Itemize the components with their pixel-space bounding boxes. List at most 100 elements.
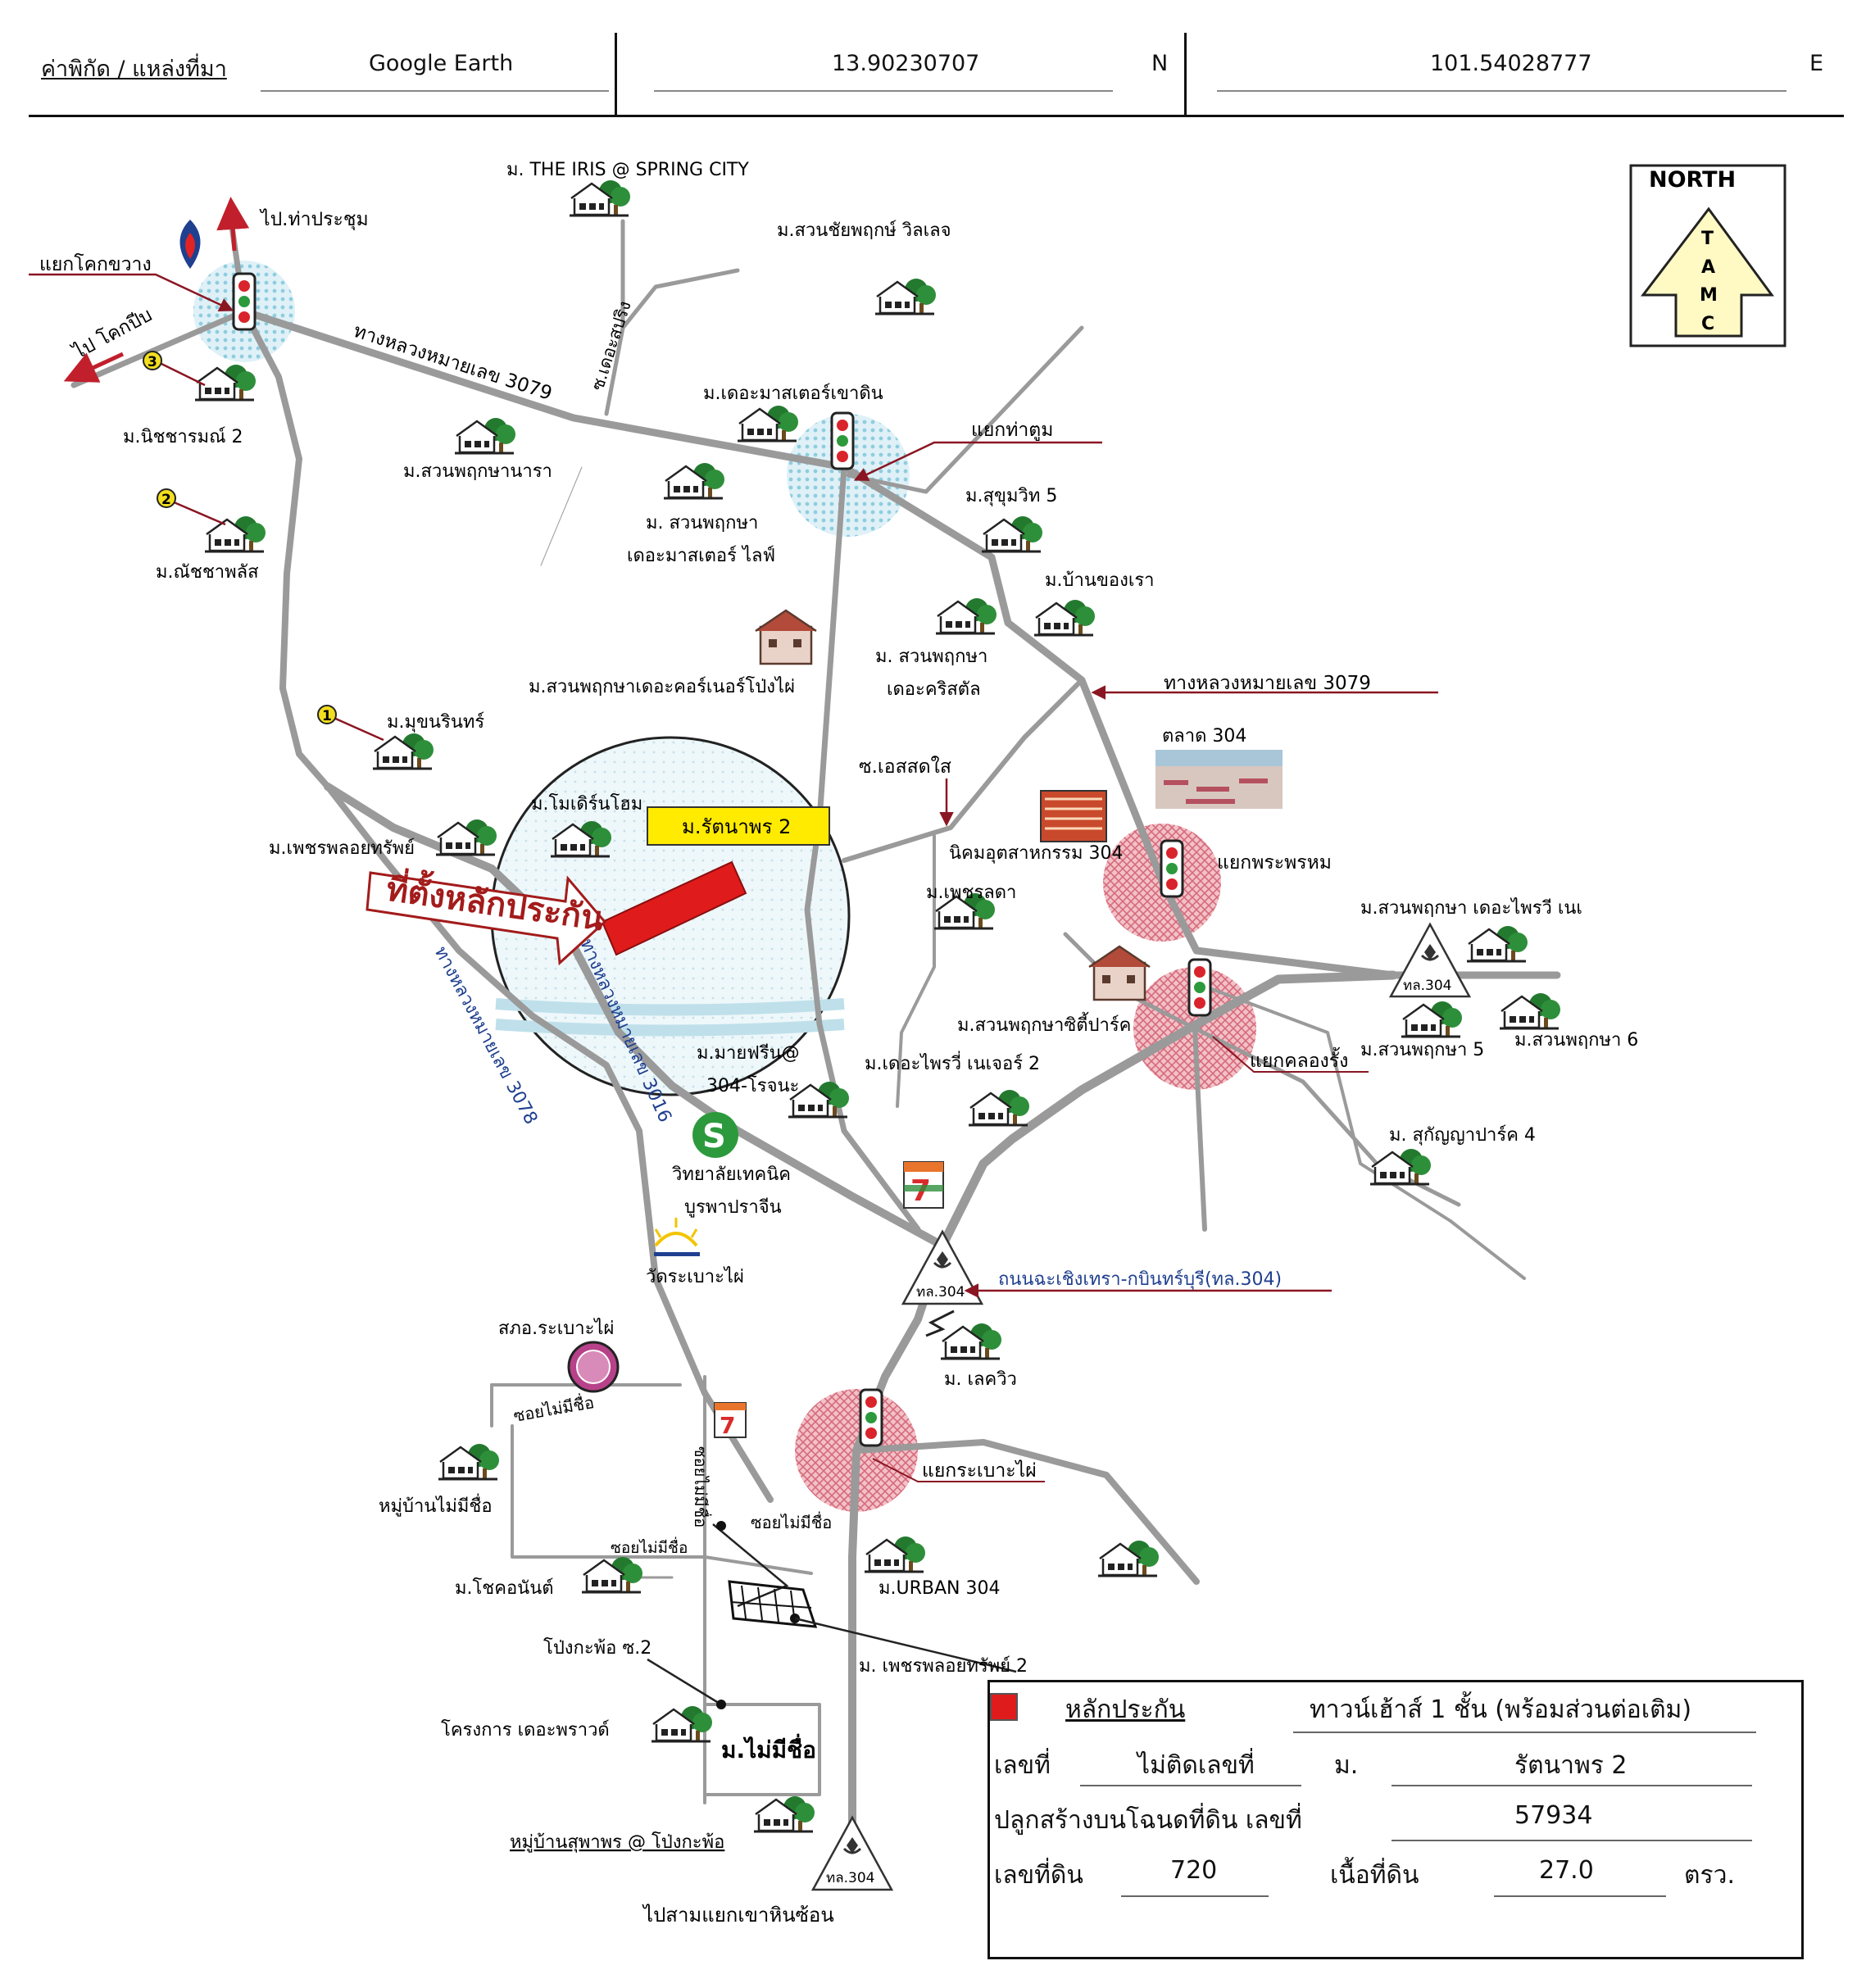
header-divider-2: [1184, 33, 1187, 116]
road-network: [70, 218, 1561, 1889]
label-place: บูรพาปราจีน: [684, 1197, 782, 1218]
gas-station-logo-icon: [179, 220, 201, 269]
village-label: ม.: [1334, 1751, 1359, 1780]
label-place: ม.สวนพฤกษา 5: [1360, 1040, 1484, 1060]
label-place: สภอ.ระเบาะไผ่: [498, 1318, 614, 1339]
number-label: เลขที่: [994, 1751, 1051, 1780]
broken-road-symbol: [925, 1309, 955, 1337]
land-no-value: 720: [1170, 1856, 1218, 1885]
label-place: 304-โรจนะ: [706, 1075, 799, 1096]
college-s-icon: S: [692, 1112, 738, 1158]
house-icon: [934, 597, 998, 635]
house-icon: [1498, 992, 1562, 1030]
area-label: เนื้อที่ดิน: [1330, 1861, 1419, 1890]
label-place: ม. สุกัญญาปาร์ค 4: [1389, 1125, 1536, 1146]
label-place: ม. THE IRIS @ SPRING CITY: [506, 160, 749, 180]
factory-icon: [1040, 790, 1107, 842]
house-icon: [203, 515, 267, 553]
house-icon: [863, 1535, 927, 1573]
label-place: ม.URBAN 304: [879, 1578, 1000, 1599]
temple-icon: [654, 1218, 700, 1256]
label-junction-khokkwang: แยกโคกขวาง: [39, 253, 152, 275]
house-icon: [980, 515, 1044, 553]
label-soi-nameless: ซอยไม่มีชื่อ: [511, 1391, 595, 1426]
svg-text:S: S: [702, 1118, 726, 1155]
house-icon: [752, 1795, 816, 1833]
marker-number: 2: [161, 492, 171, 508]
collateral-pointer-arrow: [365, 871, 607, 966]
label-place: ตลาด 304: [1162, 726, 1246, 747]
house-icon: [1369, 1147, 1432, 1186]
area-value: 27.0: [1539, 1856, 1594, 1885]
label-place: หมู่บ้านไม่มีชื่อ: [379, 1493, 493, 1517]
shield-label: ทล.304: [916, 1284, 965, 1300]
hdr-underline-lon: [1217, 90, 1787, 92]
label-place: เดอะมาสเตอร์ ไลฟ์: [627, 545, 775, 566]
shield-label: ทล.304: [1403, 978, 1451, 994]
label-place: ม.โชคอนันต์: [455, 1577, 554, 1599]
label-road-304: ถนนฉะเชิงเทรา-กบินทร์บุรี(ทล.304): [998, 1269, 1282, 1290]
market-photo-icon: [1155, 750, 1283, 809]
label-place: ม. เลควิว: [944, 1369, 1017, 1390]
house-icon: [580, 1555, 644, 1594]
building-icon: [755, 609, 817, 665]
label-soi-nameless: ซอยไม่มีชื่อ: [691, 1446, 712, 1527]
hdr-underline-source: [261, 90, 609, 92]
svg-text:7: 7: [720, 1412, 735, 1439]
collateral-info-box: หลักประกัน ทาวน์เฮ้าส์ 1 ชั้น (พร้อมส่วน…: [987, 1680, 1804, 1959]
coord-source-value: Google Earth: [369, 51, 514, 76]
latitude-dir: N: [1151, 51, 1169, 76]
area-unit: ตรว.: [1684, 1861, 1735, 1890]
traffic-light-icon: [232, 272, 257, 331]
label-place: ม.นิชชารมณ์ 2: [123, 427, 243, 447]
north-arrow: NORTH T A M C: [1629, 164, 1787, 347]
label-place: ม.เดอะมาสเตอร์เขาดิน: [703, 384, 883, 404]
number-value: ไม่ติดเลขที่: [1137, 1751, 1255, 1780]
label-junction-rabaopai: แยกระเบาะไผ่: [922, 1459, 1037, 1482]
traffic-light-icon: [1187, 958, 1212, 1017]
land-no-label: เลขที่ดิน: [994, 1861, 1083, 1890]
traffic-light-icon: [830, 411, 855, 470]
marker-number: 1: [322, 708, 332, 724]
house-icon: [193, 363, 257, 402]
label-place: ม.สวนพฤกษาซิตี้ปาร์ค: [957, 1012, 1131, 1036]
north-letter: T: [1701, 229, 1714, 249]
collateral-label: หลักประกัน: [1065, 1695, 1186, 1724]
label-place: ม.เพชรพลอยทรัพย์: [269, 838, 415, 859]
label-place: โป่งกะพ้อ ซ.2: [543, 1637, 652, 1659]
label-place: ม.โมเดิร์นโฮม: [531, 793, 642, 815]
underline-village: [1392, 1785, 1752, 1786]
house-icon: [736, 404, 800, 443]
label-place: ม.มุขนรินทร์: [387, 712, 484, 733]
deed-value: 57934: [1514, 1801, 1593, 1830]
label-junction-thatum: แยกท่าตูม: [971, 420, 1053, 441]
label-place: เดอะคริสตัล: [887, 679, 981, 700]
label-ratanaporn: ม.รัตนาพร 2: [682, 815, 791, 838]
traffic-light-icon: [1160, 839, 1184, 898]
house-icon: [662, 461, 726, 500]
north-letter: M: [1700, 285, 1718, 306]
label-place: ม.มายฟรีน@: [697, 1043, 800, 1064]
label-place: ม.สวนพฤกษาเดอะคอร์เนอร์โป่งไผ่: [529, 676, 795, 697]
label-place: วิทยาลัยเทคนิค: [671, 1164, 791, 1185]
label-place: นิคมอุตสาหกรรม 304: [949, 843, 1123, 864]
house-icon: [1465, 924, 1529, 963]
header-divider-1: [615, 33, 617, 116]
house-icon: [650, 1704, 714, 1743]
label-junction-praphrom: แยกพระพรหม: [1217, 852, 1332, 874]
house-icon: [1400, 1000, 1464, 1038]
property-type: ทาวน์เฮ้าส์ 1 ชั้น (พร้อมส่วนต่อเติม): [1310, 1695, 1692, 1724]
house-icon: [453, 416, 517, 455]
house-icon: [939, 1322, 1003, 1360]
ratanaporn-highlight: [647, 806, 830, 846]
label-place: ม. เพชรพลอยทรัพย์ 2: [859, 1656, 1028, 1677]
header-baseline: [29, 115, 1844, 117]
label-place: ม.สุขุมวิท 5: [965, 486, 1057, 506]
traffic-light-icon: [859, 1388, 883, 1447]
north-letter: A: [1701, 257, 1715, 278]
police-seal-icon: [567, 1341, 620, 1393]
seven-eleven-icon: 7: [903, 1161, 944, 1209]
house-icon: [434, 818, 498, 856]
label-place: ม. สวนพฤกษา: [875, 647, 987, 667]
label-place: โครงการ เดอะพราวด์: [441, 1719, 610, 1741]
